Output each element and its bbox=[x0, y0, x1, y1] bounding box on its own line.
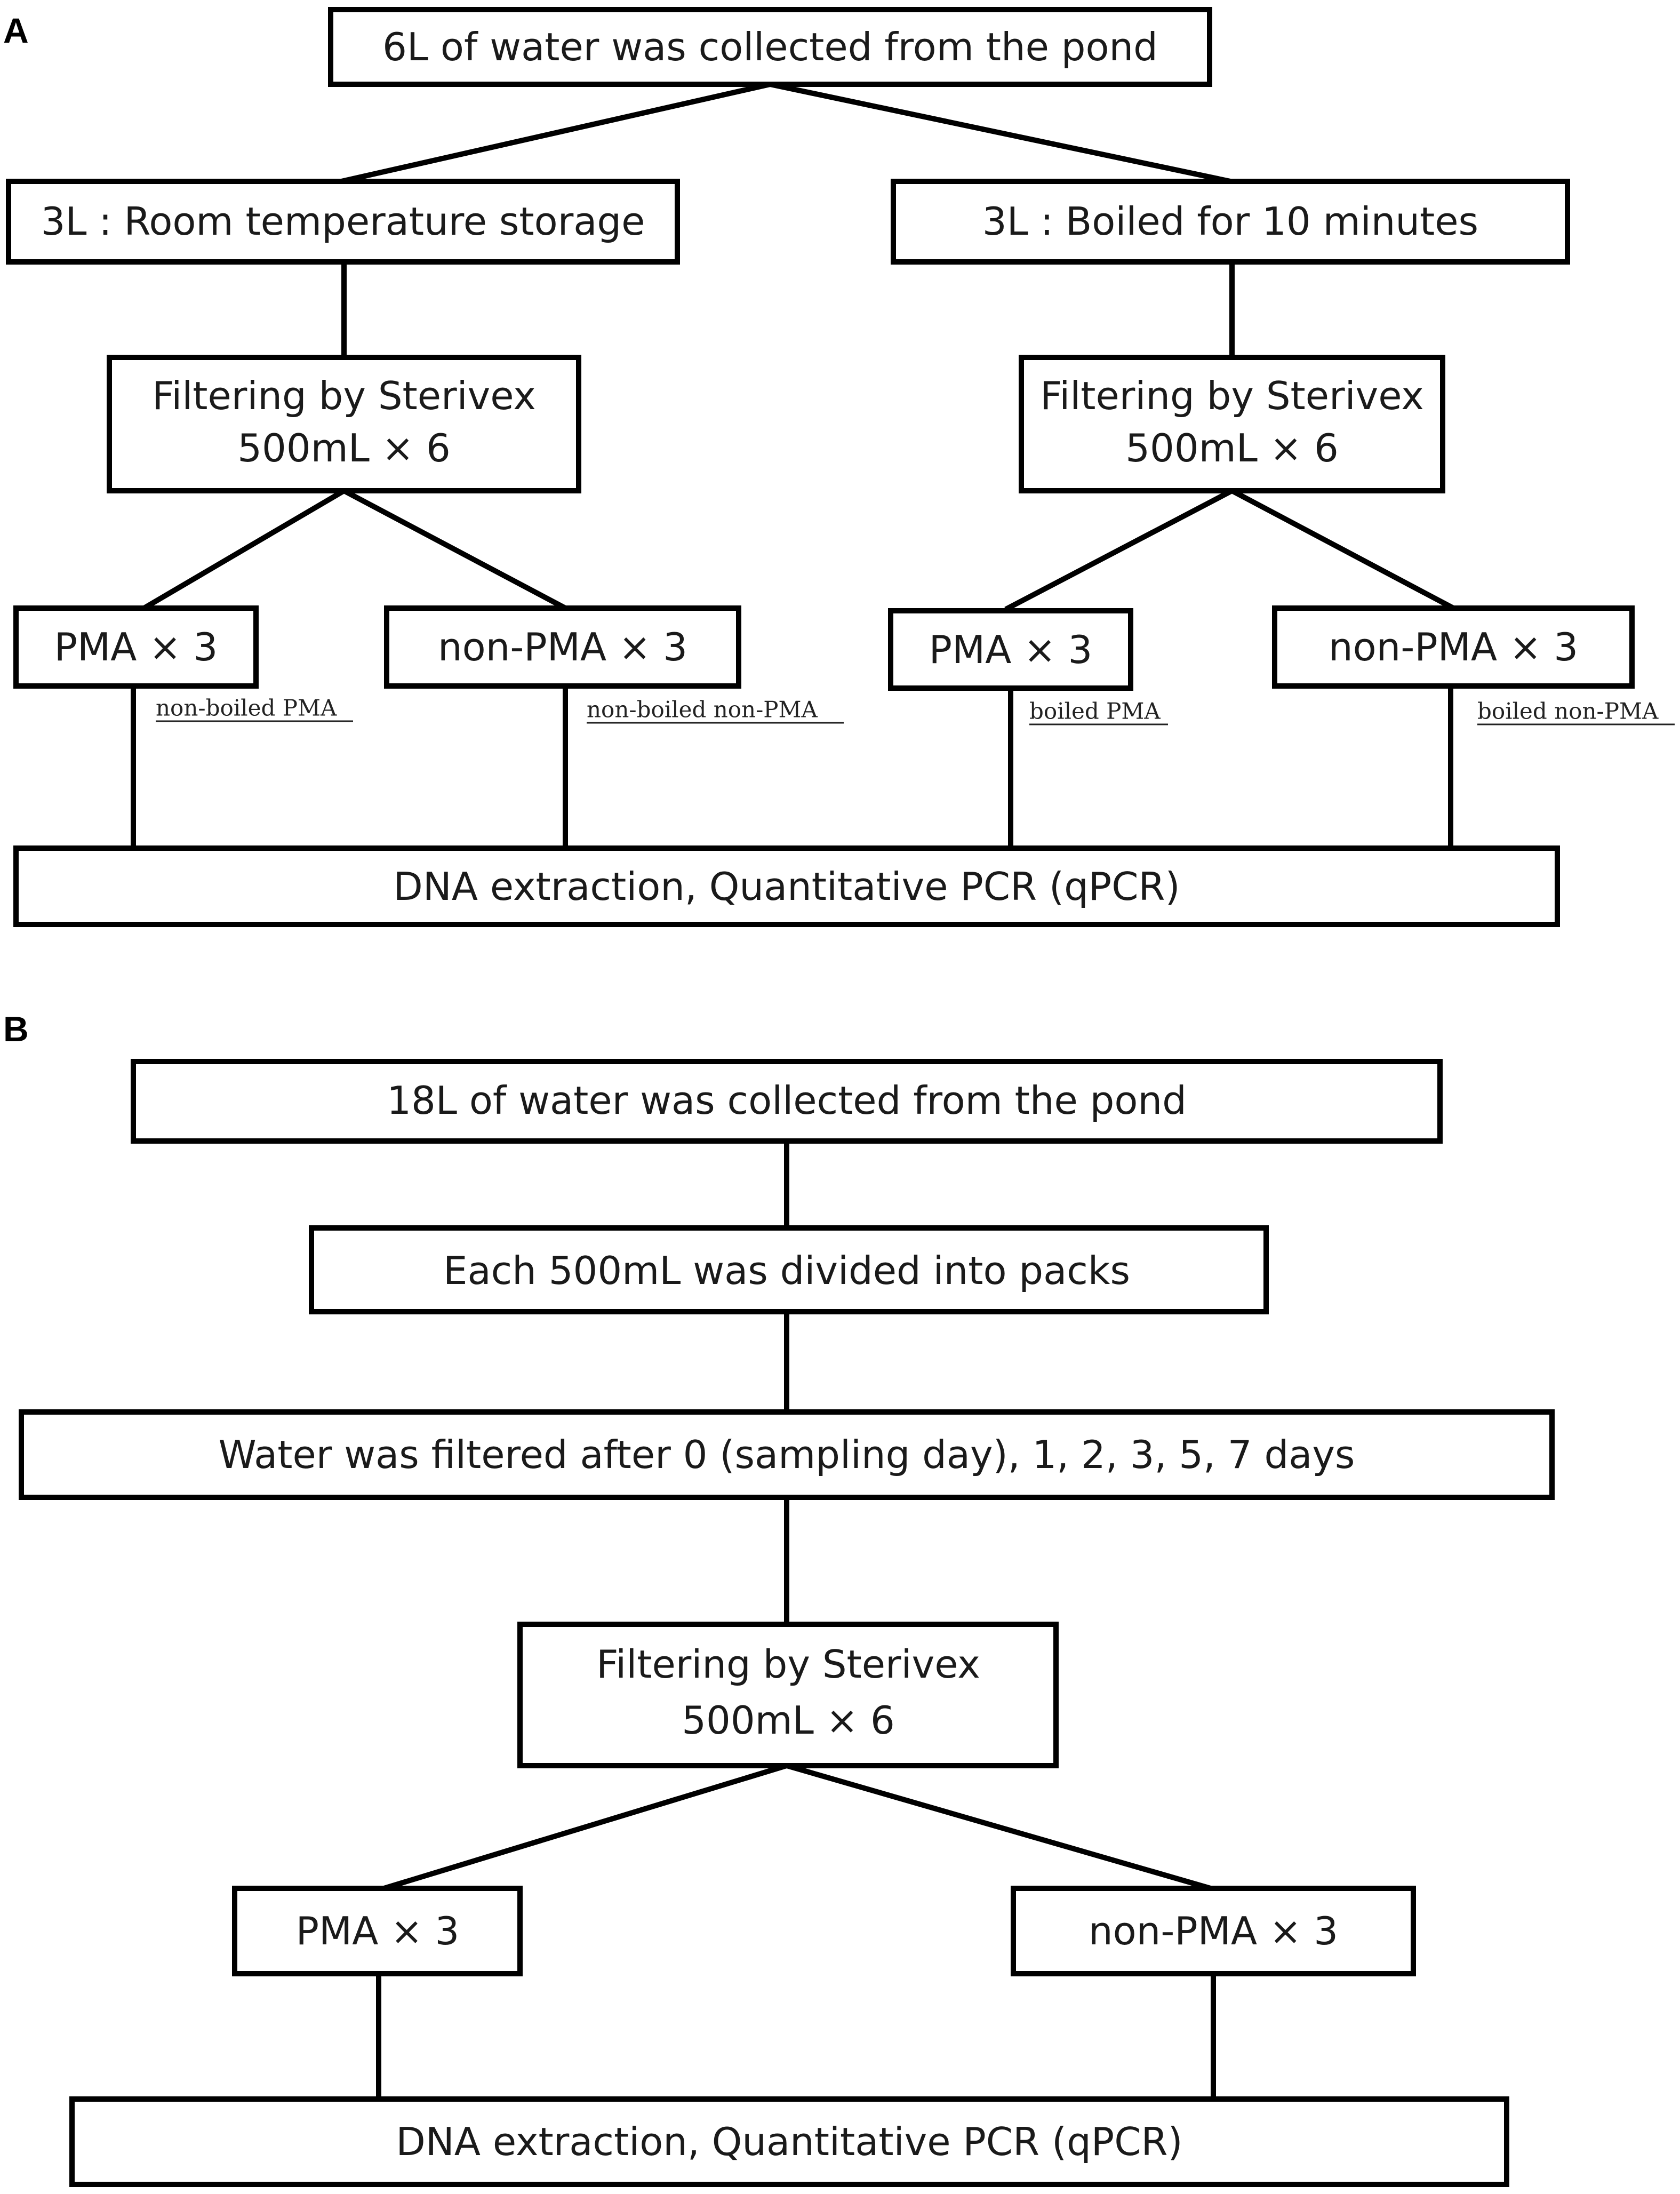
label-nonboiled-nonpma: non-boiled non-PMA bbox=[587, 697, 818, 723]
filter-left-line2: 500mL × 6 bbox=[237, 426, 451, 470]
connector-filter-to-nonpma bbox=[783, 1762, 1214, 1892]
filter-right-line2: 500mL × 6 bbox=[1125, 426, 1339, 470]
panel-a-connectors bbox=[131, 81, 1457, 851]
connector-filter-to-pma-left bbox=[140, 487, 348, 612]
room-storage-text: 3L : Room temperature storage bbox=[41, 199, 645, 244]
connector-filter-to-pma bbox=[380, 1762, 790, 1892]
pma-box-left: PMA × 3 bbox=[13, 605, 259, 689]
label-nonboiled-pma: non-boiled PMA bbox=[156, 695, 337, 721]
dna-text-a: DNA extraction, Quantitative PCR (qPCR) bbox=[393, 864, 1180, 909]
filter-right-line1: Filtering by Sterivex bbox=[1040, 373, 1424, 418]
room-storage-box: 3L : Room temperature storage bbox=[6, 179, 680, 265]
pma-left-text: PMA × 3 bbox=[54, 625, 218, 669]
pma-box-b: PMA × 3 bbox=[232, 1886, 523, 1976]
nonpma-text-b: non-PMA × 3 bbox=[1089, 1909, 1338, 1953]
filter-box-b: Filtering by Sterivex 500mL × 6 bbox=[517, 1622, 1059, 1768]
nonpma-left-text: non-PMA × 3 bbox=[438, 625, 687, 669]
panel-label-b: B bbox=[3, 1009, 29, 1049]
dna-text-b: DNA extraction, Quantitative PCR (qPCR) bbox=[396, 2119, 1182, 2164]
dna-box-b: DNA extraction, Quantitative PCR (qPCR) bbox=[69, 2096, 1509, 2187]
connector-filter-to-nonpma-right bbox=[1228, 487, 1457, 612]
collect-text-b: 18L of water was collected from the pond bbox=[387, 1078, 1187, 1123]
boiled-text: 3L : Boiled for 10 minutes bbox=[982, 199, 1478, 244]
boiled-box: 3L : Boiled for 10 minutes bbox=[891, 179, 1570, 265]
pma-right-text: PMA × 3 bbox=[929, 627, 1093, 672]
filtered-after-box: Water was filtered after 0 (sampling day… bbox=[19, 1409, 1555, 1500]
panel-b-connectors bbox=[376, 1138, 1216, 2102]
label-boiled-nonpma: boiled non-PMA bbox=[1477, 698, 1659, 724]
divide-text: Each 500mL was divided into packs bbox=[443, 1248, 1130, 1293]
collect-text-a: 6L of water was collected from the pond bbox=[382, 25, 1158, 69]
filter-left-line1: Filtering by Sterivex bbox=[152, 373, 536, 418]
filter-box-right: Filtering by Sterivex 500mL × 6 bbox=[1019, 355, 1445, 493]
dna-box-a: DNA extraction, Quantitative PCR (qPCR) bbox=[13, 845, 1560, 927]
collect-box-b: 18L of water was collected from the pond bbox=[131, 1059, 1443, 1144]
collect-box-a: 6L of water was collected from the pond bbox=[328, 7, 1212, 87]
divide-box: Each 500mL was divided into packs bbox=[309, 1225, 1269, 1314]
nonpma-box-b: non-PMA × 3 bbox=[1011, 1886, 1416, 1976]
connector-filter-to-pma-right bbox=[1004, 487, 1236, 612]
connector-collect-to-room bbox=[338, 81, 773, 185]
filter-b-line2: 500mL × 6 bbox=[682, 1698, 895, 1743]
pma-text-b: PMA × 3 bbox=[296, 1909, 460, 1953]
filter-b-line1: Filtering by Sterivex bbox=[596, 1642, 980, 1687]
filtered-after-text: Water was filtered after 0 (sampling day… bbox=[219, 1432, 1355, 1477]
connector-collect-to-boiled bbox=[767, 81, 1234, 185]
nonpma-box-left: non-PMA × 3 bbox=[384, 605, 741, 689]
nonpma-box-right: non-PMA × 3 bbox=[1272, 605, 1635, 689]
panel-label-a: A bbox=[3, 11, 29, 50]
nonpma-right-text: non-PMA × 3 bbox=[1329, 625, 1578, 669]
connector-filter-to-nonpma-left bbox=[340, 487, 569, 612]
pma-box-right: PMA × 3 bbox=[888, 608, 1133, 691]
label-boiled-pma: boiled PMA bbox=[1029, 698, 1161, 724]
filter-box-left: Filtering by Sterivex 500mL × 6 bbox=[107, 355, 581, 493]
